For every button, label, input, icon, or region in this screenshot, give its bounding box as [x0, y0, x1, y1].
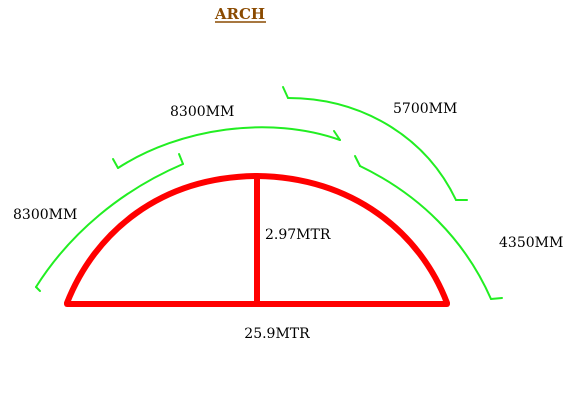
label-right-lower: 4350MM [499, 235, 563, 251]
dimension-arc-right-upper [282, 86, 468, 201]
label-left-lower: 8300MM [13, 207, 77, 223]
diagram-title: ARCH [214, 5, 265, 23]
dimension-arc-left-upper [112, 126, 341, 169]
arch-structure [64, 173, 450, 307]
label-left-upper: 8300MM [170, 104, 234, 120]
dimension-arc-right-lower [354, 155, 503, 300]
dimension-arcs [35, 86, 503, 300]
label-span: 25.9MTR [244, 326, 310, 342]
label-right-upper: 5700MM [393, 101, 457, 117]
dimension-arc-left-lower [35, 153, 184, 292]
label-rise: 2.97MTR [265, 227, 331, 243]
